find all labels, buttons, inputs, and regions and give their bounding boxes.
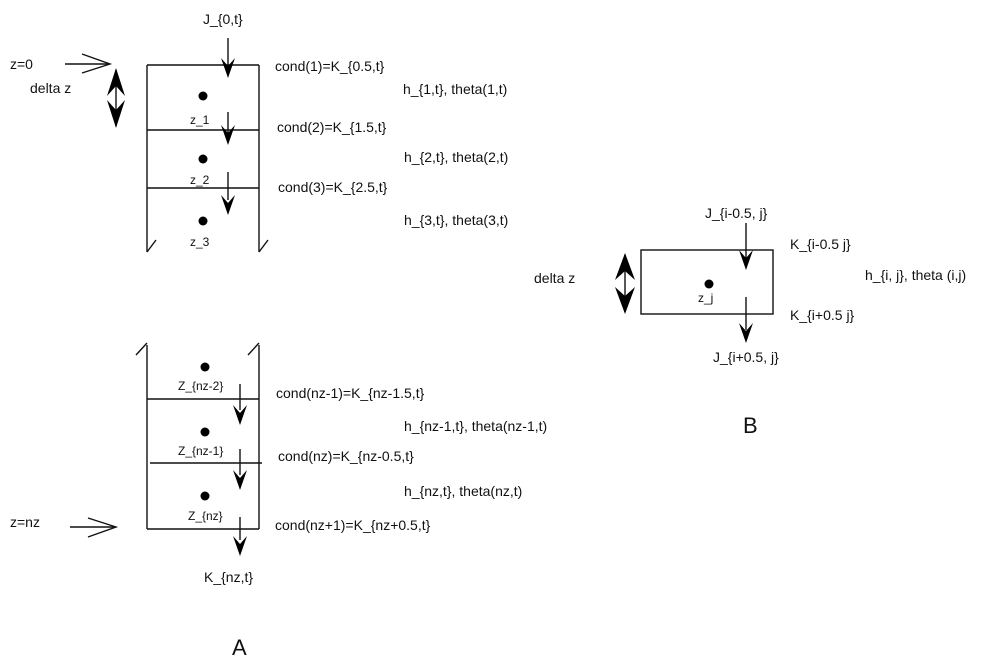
flux-out-label: J_{i+0.5, j} bbox=[713, 349, 779, 365]
cond-label-nz: cond(nz)=K_{nz-0.5,t} bbox=[278, 448, 414, 464]
state-label-nz-1: h_{nz-1,t}, theta(nz-1,t) bbox=[404, 418, 547, 434]
node-label-nz-2: Z_{nz-2} bbox=[178, 379, 223, 393]
state-label-nz: h_{nz,t}, theta(nz,t) bbox=[404, 483, 522, 499]
state-label-ij: h_{i, j}, theta (i,j) bbox=[865, 267, 966, 283]
node-dot-nz bbox=[200, 491, 210, 501]
node-dot-1 bbox=[198, 91, 208, 101]
z-bottom-arrow-head bbox=[87, 517, 119, 538]
node-dot-3 bbox=[198, 216, 208, 226]
delta-z-label-a: delta z bbox=[30, 80, 71, 96]
state-label-3: h_{3,t}, theta(3,t) bbox=[404, 212, 508, 228]
break-mark-left bbox=[146, 239, 157, 253]
panel-a-top-column: J_{0,t} z_1 z_2 z_3 cond(1)=K_{0.5,t} co… bbox=[10, 11, 508, 253]
panel-a-bottom-column: Z_{nz-2} Z_{nz-1} Z_{nz} cond(nz-1)=K_{n… bbox=[10, 342, 547, 660]
panel-b-cell: z_j J_{i-0.5, j} J_{i+0.5, j} K_{i-0.5 j… bbox=[534, 205, 966, 438]
node-label-3: z_3 bbox=[190, 235, 210, 249]
delta-z-arrow-b-down bbox=[615, 287, 635, 314]
cond-label-3: cond(3)=K_{2.5,t} bbox=[278, 179, 388, 195]
node-label-nz-1: Z_{nz-1} bbox=[178, 444, 223, 458]
delta-z-arrow-a-down bbox=[107, 100, 125, 128]
break-mark-right bbox=[258, 239, 269, 253]
cond-top-label: K_{i-0.5 j} bbox=[790, 236, 851, 252]
node-label-nz: Z_{nz} bbox=[188, 509, 223, 523]
state-label-2: h_{2,t}, theta(2,t) bbox=[404, 149, 508, 165]
cond-bottom-label: K_{i+0.5 j} bbox=[790, 307, 855, 323]
delta-z-arrow-a-up bbox=[107, 68, 125, 96]
cell-box bbox=[640, 249, 774, 315]
break-mark-left-bottom bbox=[135, 342, 148, 356]
cond-label-1: cond(1)=K_{0.5,t} bbox=[275, 58, 385, 74]
node-label-2: z_2 bbox=[190, 173, 210, 187]
z-top-arrow-head bbox=[81, 53, 113, 74]
node-dot-nz-1 bbox=[200, 427, 210, 437]
node-dot-nz-2 bbox=[200, 362, 210, 372]
flux-in-label: J_{i-0.5, j} bbox=[705, 205, 768, 221]
node-label-j: z_j bbox=[698, 291, 713, 305]
cond-label-nz-1: cond(nz-1)=K_{nz-1.5,t} bbox=[276, 385, 425, 401]
delta-z-arrow-b-up bbox=[615, 253, 635, 280]
state-label-1: h_{1,t}, theta(1,t) bbox=[403, 81, 507, 97]
cond-label-nz+1: cond(nz+1)=K_{nz+0.5,t} bbox=[275, 517, 431, 533]
delta-z-label-b: delta z bbox=[534, 270, 575, 286]
panel-b-caption: B bbox=[743, 413, 758, 438]
z-bottom-label: z=nz bbox=[10, 514, 40, 530]
top-flux-label: J_{0,t} bbox=[203, 11, 243, 27]
node-dot-2 bbox=[198, 154, 208, 164]
node-dot-j bbox=[704, 279, 714, 289]
z-top-label: z=0 bbox=[10, 56, 33, 72]
cond-label-2: cond(2)=K_{1.5,t} bbox=[277, 119, 387, 135]
bottom-flux-label: K_{nz,t} bbox=[204, 569, 253, 585]
node-label-1: z_1 bbox=[190, 113, 210, 127]
panel-a-caption: A bbox=[232, 635, 247, 660]
break-mark-right-bottom bbox=[247, 342, 260, 356]
